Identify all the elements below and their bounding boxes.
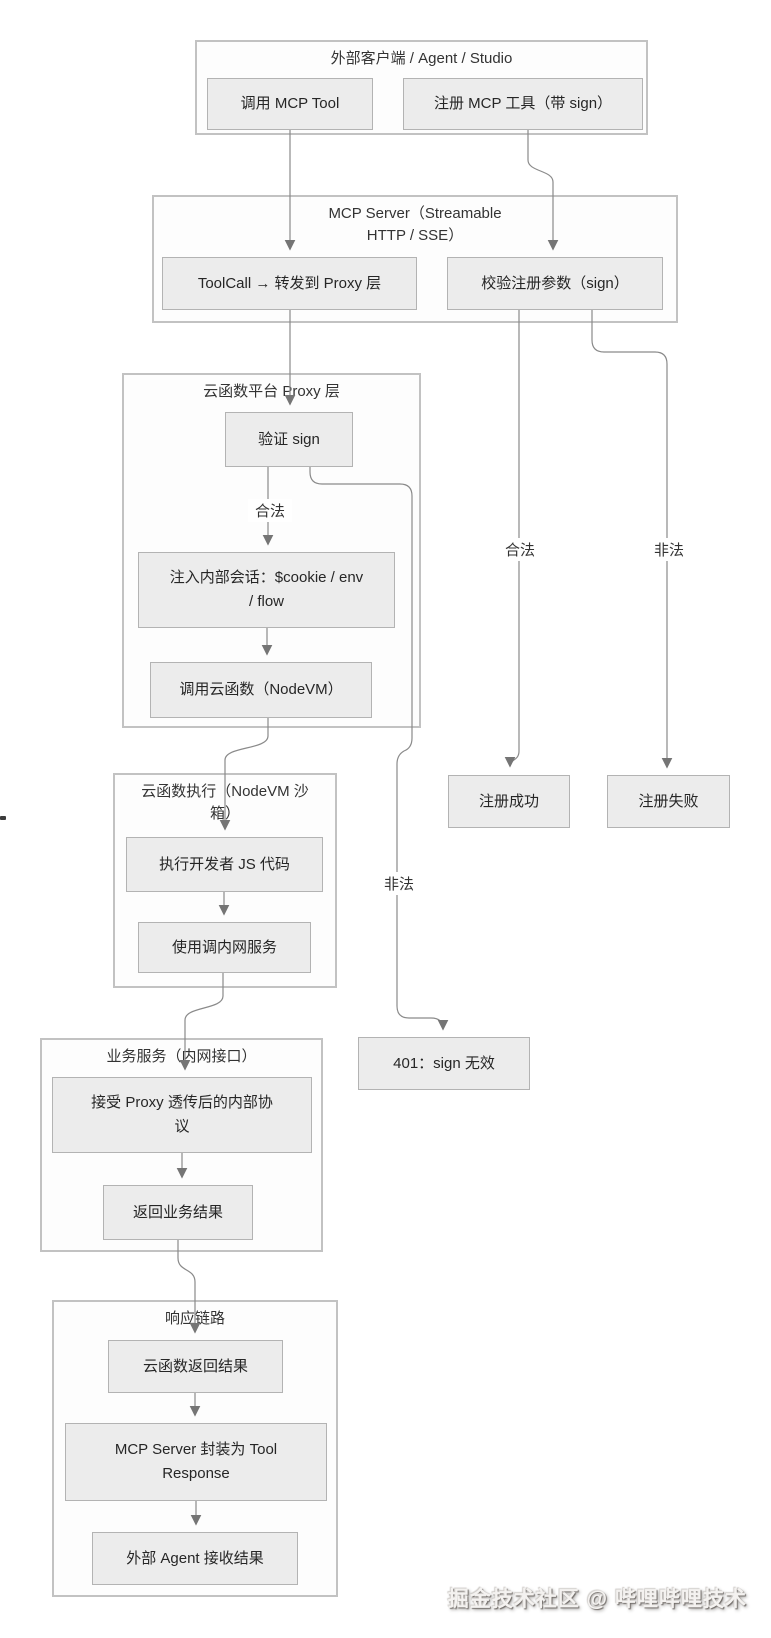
- node-cloudfn-return-result: 云函数返回结果: [108, 1340, 283, 1393]
- edge-register-to-verifyparams: [527, 130, 559, 251]
- node-wrap-tool-response: MCP Server 封装为 Tool Response: [65, 1423, 327, 1501]
- edge-label-illegal-register: 非法: [647, 538, 691, 561]
- node-accept-proxy-protocol: 接受 Proxy 透传后的内部协议: [52, 1077, 312, 1153]
- edge-illegal-to-register-fail: [591, 310, 673, 769]
- group-title-external-client: 外部客户端 / Agent / Studio: [330, 50, 513, 67]
- node-register-fail: 注册失败: [607, 775, 730, 828]
- node-use-intranet-service: 使用调内网服务: [138, 922, 311, 973]
- node-agent-receive-result: 外部 Agent 接收结果: [92, 1532, 298, 1585]
- edge-label-illegal-sign: 非法: [377, 872, 421, 895]
- edge-label-legal-proxy: 合法: [248, 499, 292, 522]
- edge-label-legal-register: 合法: [498, 538, 542, 561]
- node-register-success: 注册成功: [448, 775, 570, 828]
- group-title-mcp-server: MCP Server（Streamable HTTP / SSE）: [328, 205, 502, 244]
- group-title-business-service: 业务服务（内网接口）: [106, 1048, 257, 1065]
- node-invoke-cloud-function: 调用云函数（NodeVM）: [150, 662, 372, 718]
- edge-legal-to-register-ok: [504, 310, 520, 768]
- group-title-proxy-layer: 云函数平台 Proxy 层: [203, 383, 340, 400]
- node-verify-register-params: 校验注册参数（sign）: [447, 257, 663, 310]
- node-register-mcp-tool: 注册 MCP 工具（带 sign）: [403, 78, 643, 130]
- edge-return-to-fnreturn: [177, 1240, 201, 1334]
- node-toolcall-forward: ToolCall → 转发到 Proxy 层: [162, 257, 417, 310]
- node-exec-developer-js: 执行开发者 JS 代码: [126, 837, 323, 892]
- left-edge-artifact: [0, 816, 6, 820]
- node-verify-sign: 验证 sign: [225, 412, 353, 467]
- edge-intranet-to-accept: [179, 973, 224, 1071]
- node-return-business-result: 返回业务结果: [103, 1185, 253, 1240]
- watermark: 掘金技术社区 @ 哔哩哔哩技术: [447, 1588, 747, 1611]
- node-inject-session: 注入内部会话：$cookie / env / flow: [138, 552, 395, 628]
- edge-verifysign-illegal-to-401: [309, 467, 449, 1031]
- node-401-sign-invalid: 401：sign 无效: [358, 1037, 530, 1090]
- edge-invoke-to-execjs: [219, 718, 269, 831]
- node-call-mcp-tool: 调用 MCP Tool: [207, 78, 373, 130]
